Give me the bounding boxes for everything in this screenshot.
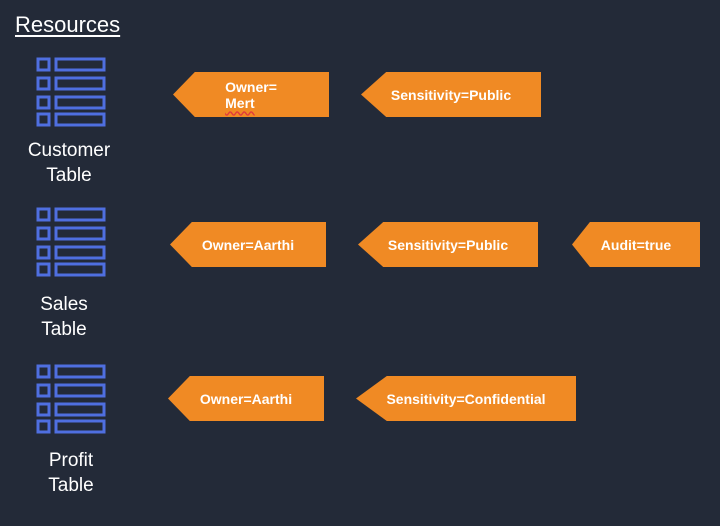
resource-name-line1: Sales bbox=[40, 294, 88, 315]
tag-owner: Owner=Aarthi bbox=[168, 376, 324, 421]
table-icon bbox=[36, 364, 106, 434]
table-icon bbox=[36, 57, 106, 127]
resource-name-line2: Table bbox=[41, 319, 87, 340]
resource-label-profit-table: Profit Table bbox=[11, 448, 131, 498]
tag-owner: Owner=Aarthi bbox=[170, 222, 326, 267]
resource-label-sales-table: Sales Table bbox=[4, 292, 124, 342]
resources-heading: Resources bbox=[15, 12, 121, 37]
resource-name-line2: Table bbox=[46, 165, 92, 186]
resource-name-line1: Customer bbox=[27, 140, 111, 161]
table-icon bbox=[36, 207, 106, 277]
tag-sensitivity: Sensitivity=Public bbox=[358, 222, 538, 267]
tag-sensitivity: Sensitivity=Confidential bbox=[356, 376, 576, 421]
tag-owner-value: Mert bbox=[225, 94, 255, 111]
tag-owner-prefix: Owner= bbox=[225, 78, 277, 95]
tag-audit: Audit=true bbox=[572, 222, 700, 267]
tag-owner: Owner=Mert bbox=[173, 72, 329, 117]
resource-label-customer-table: Customer Table bbox=[9, 138, 129, 188]
resource-name-line2: Table bbox=[48, 475, 94, 496]
resource-name-line1: Profit bbox=[48, 450, 94, 471]
tag-sensitivity: Sensitivity=Public bbox=[361, 72, 541, 117]
